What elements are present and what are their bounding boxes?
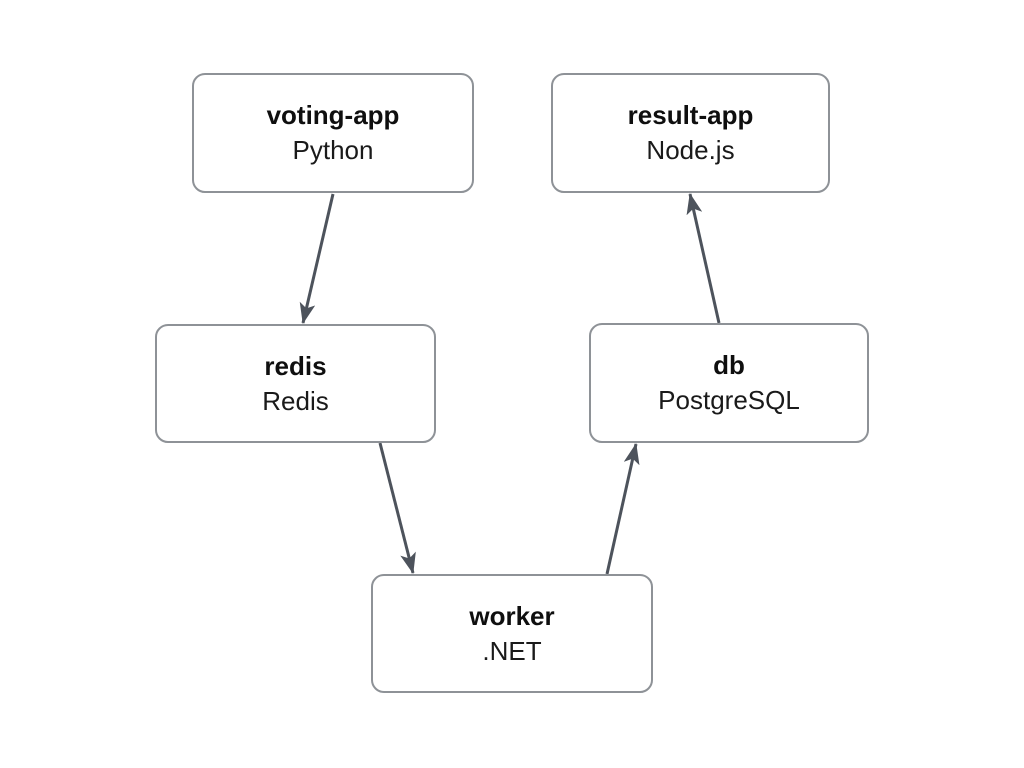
edge-voting-app-to-redis	[299, 193, 335, 324]
node-worker: worker .NET	[371, 574, 653, 693]
node-redis: redis Redis	[155, 324, 436, 443]
node-result-app: result-app Node.js	[551, 73, 830, 193]
node-subtitle: Redis	[262, 385, 329, 416]
node-db: db PostgreSQL	[589, 323, 869, 443]
node-title: voting-app	[266, 100, 400, 130]
node-subtitle: .NET	[482, 635, 542, 666]
node-voting-app: voting-app Python	[192, 73, 474, 193]
edge-db-to-result-app	[686, 193, 721, 324]
edge-worker-to-db	[605, 443, 640, 575]
node-subtitle: PostgreSQL	[658, 385, 800, 415]
node-title: db	[713, 350, 745, 380]
node-title: redis	[264, 350, 327, 381]
node-title: worker	[469, 600, 555, 631]
node-subtitle: Node.js	[646, 135, 735, 165]
node-title: result-app	[627, 100, 754, 130]
node-subtitle: Python	[292, 135, 374, 165]
edge-redis-to-worker	[378, 442, 416, 574]
